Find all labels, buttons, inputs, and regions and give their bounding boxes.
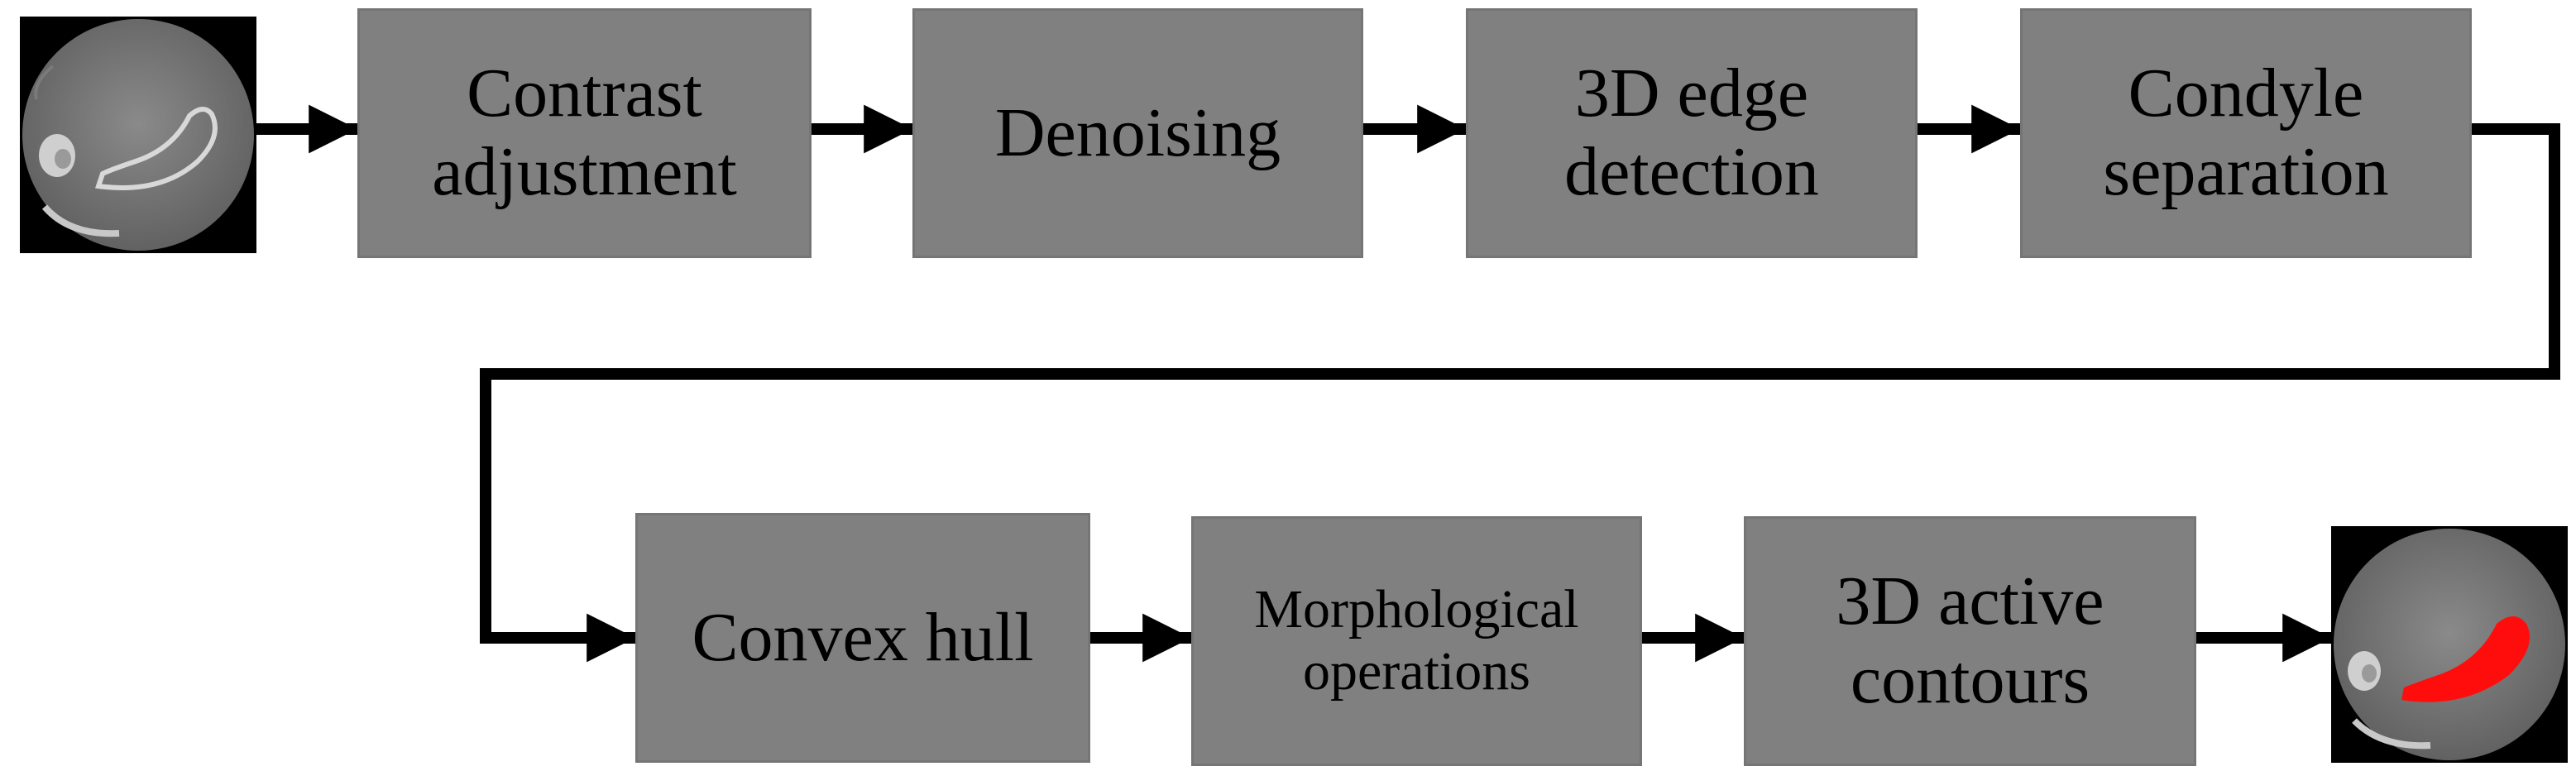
ct-slice-segmented-icon [2334, 529, 2565, 760]
step-denoising: Denoising [912, 8, 1363, 258]
step-contrast-adjustment: Contrast adjustment [357, 8, 812, 258]
ct-slice-icon [22, 19, 254, 251]
input-ct-image [20, 17, 256, 253]
step-3d-active-contours: 3D active contours [1744, 516, 2196, 766]
step-condyle-separation: Condyle separation [2020, 8, 2472, 258]
step-morphological-operations: Morphological operations [1191, 516, 1642, 766]
step-3d-edge-detection: 3D edge detection [1466, 8, 1918, 258]
arrow-condyle-to-convex-hull [480, 123, 2560, 663]
output-segmented-image [2331, 526, 2568, 763]
step-convex-hull: Convex hull [635, 513, 1090, 763]
